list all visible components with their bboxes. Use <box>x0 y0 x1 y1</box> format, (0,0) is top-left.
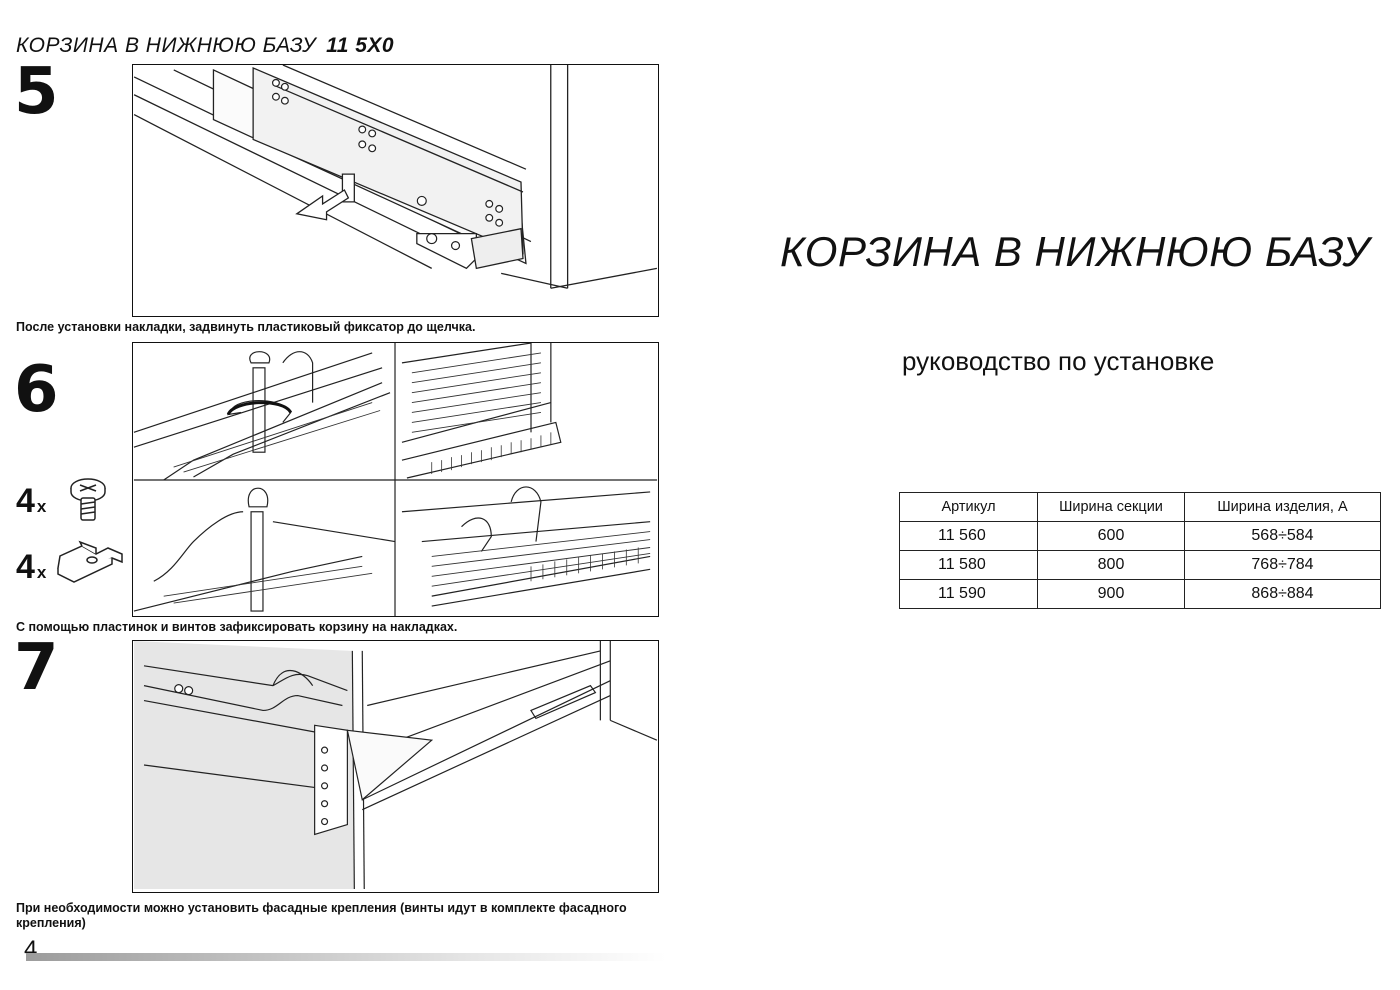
page-header-title: КОРЗИНА В НИЖНЮЮ БАЗУ 11 5Х0 <box>16 34 394 58</box>
basket-fixing-drawing <box>133 343 658 616</box>
spec-cell-section-width: 900 <box>1037 579 1185 609</box>
table-row: 11 590 900 868÷884 <box>899 579 1381 609</box>
step-5-illustration <box>132 64 659 317</box>
screw-count-mark: x <box>36 497 47 516</box>
spec-cell-article: 11 560 <box>899 521 1038 551</box>
step-5-number: 5 <box>14 55 59 129</box>
step-5-caption: После установки накладки, задвинуть плас… <box>16 320 476 334</box>
spec-cell-product-width: 868÷884 <box>1184 579 1381 609</box>
spec-cell-product-width: 768÷784 <box>1184 550 1381 580</box>
spec-table-header-row: Артикул Ширина секции Ширина изделия, А <box>899 492 1381 522</box>
header-product-code: 11 5Х0 <box>326 34 395 57</box>
header-title-text: КОРЗИНА В НИЖНЮЮ БАЗУ <box>16 34 317 57</box>
spec-cell-section-width: 800 <box>1037 550 1185 580</box>
step-7-caption: При необходимости можно установить фасад… <box>16 901 627 930</box>
step-6-illustration <box>132 342 659 617</box>
step-6-caption: С помощью пластинок и винтов зафиксирова… <box>16 620 458 634</box>
spec-cell-article: 11 580 <box>899 550 1038 580</box>
mounting-plate-icon <box>57 540 123 583</box>
front-bracket-drawing <box>134 641 658 890</box>
spec-cell-section-width: 600 <box>1037 521 1185 551</box>
spec-cell-product-width: 568÷584 <box>1184 521 1381 551</box>
drawer-runner-drawing <box>133 65 658 289</box>
spec-header-product-width: Ширина изделия, А <box>1184 492 1381 522</box>
footer-gradient-bar <box>26 953 666 961</box>
spec-table: Артикул Ширина секции Ширина изделия, А … <box>899 492 1381 609</box>
table-row: 11 560 600 568÷584 <box>899 521 1381 551</box>
cover-title: КОРЗИНА В НИЖНЮЮ БАЗУ <box>780 228 1370 275</box>
plate-count-mark: x <box>36 563 47 582</box>
spec-cell-article: 11 590 <box>899 579 1038 609</box>
plate-count-value: 4 <box>16 548 35 586</box>
step-7-illustration <box>132 640 659 893</box>
step-7-number: 7 <box>14 631 59 705</box>
table-row: 11 580 800 768÷784 <box>899 550 1381 580</box>
step-6-number: 6 <box>14 353 59 427</box>
screw-count-value: 4 <box>16 482 35 520</box>
cover-subtitle: руководство по установке <box>902 346 1215 376</box>
screw-icon <box>70 478 106 521</box>
spec-header-article: Артикул <box>899 492 1038 522</box>
spec-header-section-width: Ширина секции <box>1037 492 1185 522</box>
